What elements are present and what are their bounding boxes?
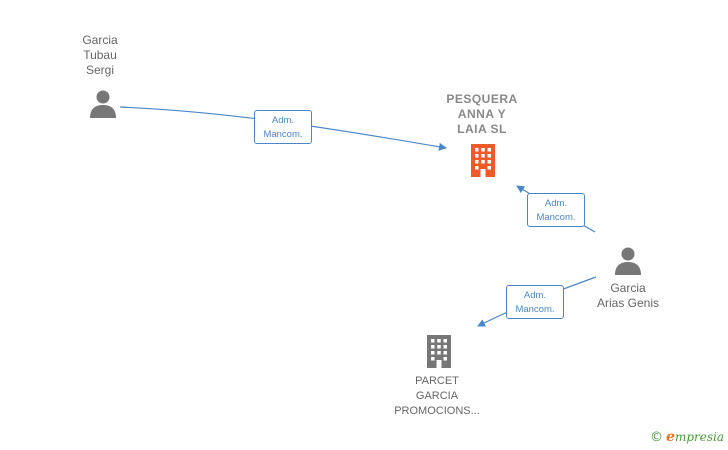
person-icon[interactable] — [613, 245, 643, 275]
edge-label-sergi-pesquera[interactable]: Adm. Mancom. — [254, 110, 312, 144]
building-icon[interactable] — [423, 334, 455, 368]
company-label-parcet[interactable]: PARCET GARCIA PROMOCIONS... — [394, 375, 480, 417]
building-icon[interactable] — [467, 143, 499, 177]
brand-name: mpresia — [674, 430, 724, 444]
edge-label-genis-parcet[interactable]: Adm. Mancom. — [506, 285, 564, 319]
edge-role-detail: Mancom. — [263, 129, 303, 140]
company-label-pesquera[interactable]: PESQUERA ANNA Y LAIA SL — [446, 92, 518, 136]
edge-role: Adm. — [523, 290, 547, 301]
edge-role-detail: Mancom. — [515, 304, 555, 315]
brand-initial: e — [666, 429, 675, 445]
brand-watermark: ©empresia — [650, 429, 724, 445]
edge-role: Adm. — [544, 198, 568, 209]
person-label-genis[interactable]: Garcia Arias Genis — [596, 281, 660, 310]
edge-label-genis-pesquera[interactable]: Adm. Mancom. — [527, 193, 585, 227]
edge-role: Adm. — [271, 115, 295, 126]
edge-role-detail: Mancom. — [536, 212, 576, 223]
person-label-sergi[interactable]: Garcia Tubau Sergi — [82, 33, 118, 77]
copyright-symbol: © — [650, 430, 664, 445]
person-icon[interactable] — [88, 88, 118, 118]
